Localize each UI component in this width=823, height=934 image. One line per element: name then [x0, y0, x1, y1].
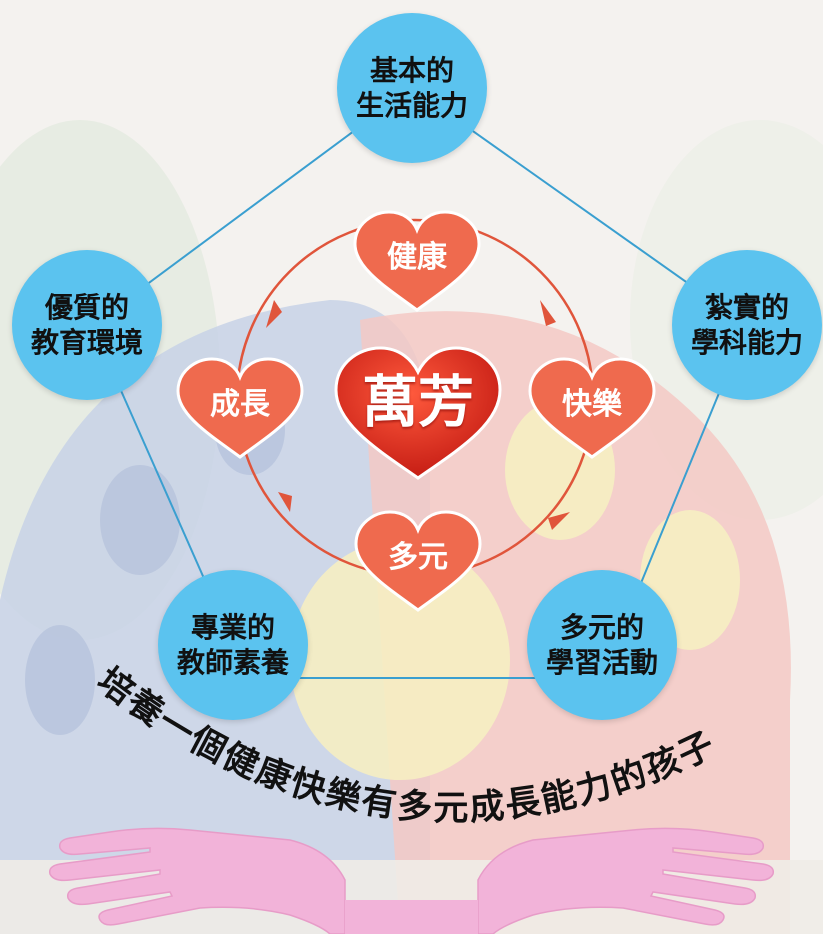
cycle-label-health: 健康	[387, 240, 447, 275]
node-top: 基本的 生活能力	[337, 13, 487, 163]
node-bottom-right-line2: 學習活動	[545, 646, 658, 679]
node-right: 紮實的 學科能力	[672, 250, 822, 400]
node-bottom-left-line1: 專業的	[190, 611, 275, 644]
cycle-label-diversity: 多元	[388, 540, 448, 575]
node-top-line1: 基本的	[369, 54, 454, 87]
heart-bottom-icon	[354, 510, 482, 612]
center-label: 萬芳	[362, 370, 474, 436]
node-bottom-right: 多元的 學習活動	[527, 570, 677, 720]
arrow-top-right	[540, 300, 556, 326]
node-top-line2: 生活能力	[355, 89, 468, 122]
slogan-text: 培養一個健康快樂有多元成長能力的孩子	[90, 660, 723, 829]
node-bottom-left-line2: 教師素養	[176, 646, 289, 679]
node-left: 優質的 教育環境	[12, 250, 162, 400]
heart-top-icon	[353, 210, 481, 312]
node-bottom-left: 專業的 教師素養	[158, 570, 308, 720]
node-left-line2: 教育環境	[30, 326, 143, 359]
cycle-label-happiness: 快樂	[562, 387, 622, 422]
heart-left-icon	[176, 357, 304, 459]
node-right-line1: 紮實的	[704, 291, 789, 324]
arrow-top-left	[266, 300, 282, 328]
node-left-line1: 優質的	[44, 291, 129, 324]
node-bottom-right-line1: 多元的	[559, 611, 644, 644]
heart-right-icon	[528, 357, 656, 459]
cycle-label-growth: 成長	[210, 387, 270, 422]
arrow-bottom-left	[278, 492, 292, 512]
center-heart-icon	[334, 346, 502, 480]
node-right-line2: 學科能力	[690, 326, 803, 359]
arrow-bottom-right	[548, 512, 570, 530]
